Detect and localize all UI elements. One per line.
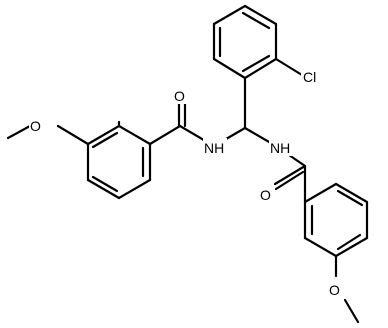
methoxy-oxygen-left: O xyxy=(30,118,41,134)
bond xyxy=(273,164,307,186)
atom-labels: Cl O NH NH O O O xyxy=(29,66,344,298)
bond xyxy=(336,189,364,207)
bond xyxy=(243,4,278,26)
methoxy-oxygen-bottom: O xyxy=(329,282,340,298)
amide-oxygen-bottom: O xyxy=(260,187,271,203)
bond xyxy=(274,57,304,77)
bond xyxy=(303,236,338,258)
label-mask xyxy=(301,66,325,86)
chlorine-atom: Cl xyxy=(303,69,316,85)
bond xyxy=(148,124,182,146)
bond xyxy=(243,57,278,80)
label-mask xyxy=(259,185,275,203)
bond xyxy=(86,178,121,200)
bond xyxy=(212,4,247,26)
bond xyxy=(241,54,271,73)
bond xyxy=(56,124,90,146)
label-mask xyxy=(269,138,293,156)
nh-left-atom: NH xyxy=(204,140,224,156)
bond xyxy=(343,298,360,324)
bond xyxy=(212,57,247,80)
nh-right-atom: NH xyxy=(270,140,290,156)
bond xyxy=(336,233,362,251)
bond xyxy=(117,178,152,200)
bond xyxy=(91,131,119,149)
label-mask xyxy=(172,86,188,104)
bond-layer xyxy=(6,4,369,324)
bond xyxy=(117,124,152,146)
bond xyxy=(303,182,338,204)
bond xyxy=(334,182,369,204)
bond xyxy=(334,236,369,258)
label-mask xyxy=(203,138,227,156)
label-mask xyxy=(328,280,344,298)
bond xyxy=(274,170,305,191)
bond xyxy=(91,175,119,193)
bond xyxy=(241,11,271,30)
bond xyxy=(6,124,32,140)
amide-oxygen-top: O xyxy=(174,88,185,104)
label-mask xyxy=(29,116,45,134)
bond xyxy=(86,124,121,146)
